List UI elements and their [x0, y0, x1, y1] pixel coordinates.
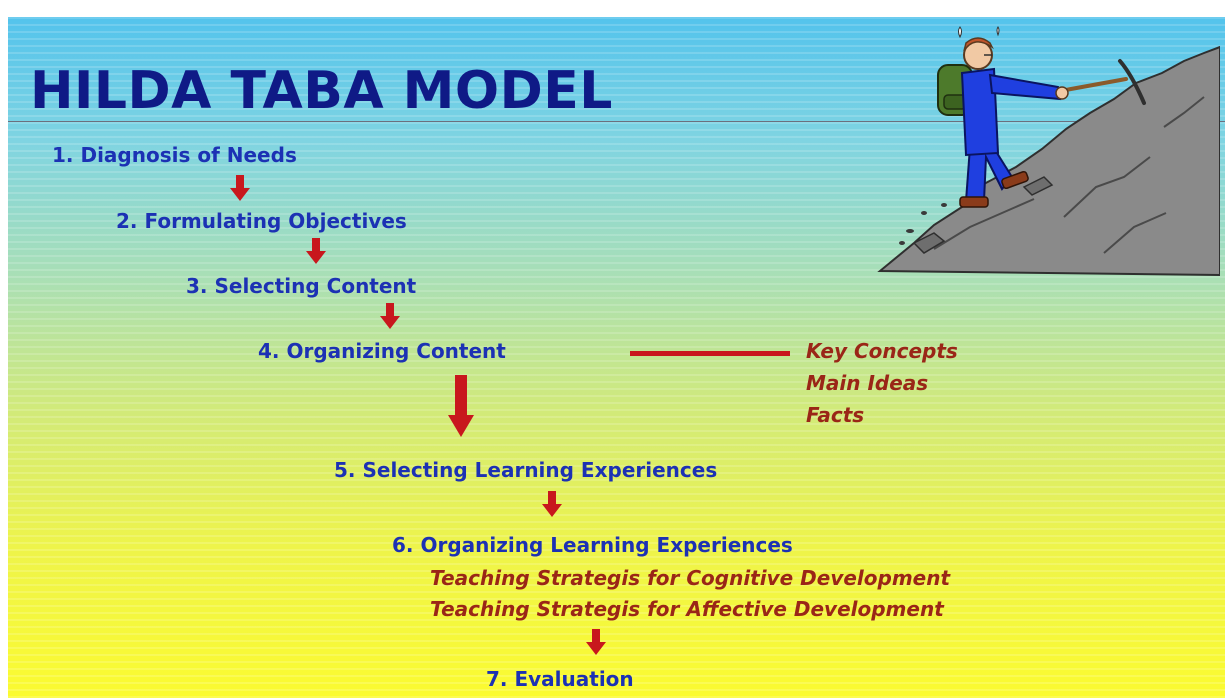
- step-organizing-learning-experiences: 6. Organizing Learning Experiences: [392, 533, 793, 557]
- step-selecting-content: 3. Selecting Content: [186, 274, 417, 298]
- down-arrow-icon: [380, 303, 400, 329]
- mountain-climber-icon: [877, 26, 1220, 277]
- step-diagnosis-of-needs: 1. Diagnosis of Needs: [52, 143, 297, 167]
- detail-key-concepts: Key Concepts: [806, 339, 958, 363]
- step-evaluation: 7. Evaluation: [486, 667, 634, 691]
- detail-cognitive-development: Teaching Strategis for Cognitive Develop…: [430, 566, 951, 590]
- mountain-shape: [877, 45, 1220, 277]
- title-divider: [8, 121, 1225, 122]
- detail-main-ideas: Main Ideas: [806, 371, 929, 395]
- slide: HILDA TABA MODEL 1. Diagnosis of Needs 2…: [8, 17, 1225, 698]
- step-organizing-content: 4. Organizing Content: [258, 339, 506, 363]
- down-arrow-icon: [542, 491, 562, 517]
- detail-facts: Facts: [806, 403, 865, 427]
- down-arrow-icon: [586, 629, 606, 655]
- detail-affective-development: Teaching Strategis for Affective Develop…: [430, 597, 944, 621]
- step-formulating-objectives: 2. Formulating Objectives: [116, 209, 407, 233]
- down-arrow-icon: [230, 175, 250, 201]
- slide-title: HILDA TABA MODEL: [30, 61, 613, 121]
- organizing-content-connector: [630, 351, 790, 356]
- down-arrow-icon: [448, 375, 474, 437]
- step-selecting-learning-experiences: 5. Selecting Learning Experiences: [334, 458, 718, 482]
- down-arrow-icon: [306, 238, 326, 264]
